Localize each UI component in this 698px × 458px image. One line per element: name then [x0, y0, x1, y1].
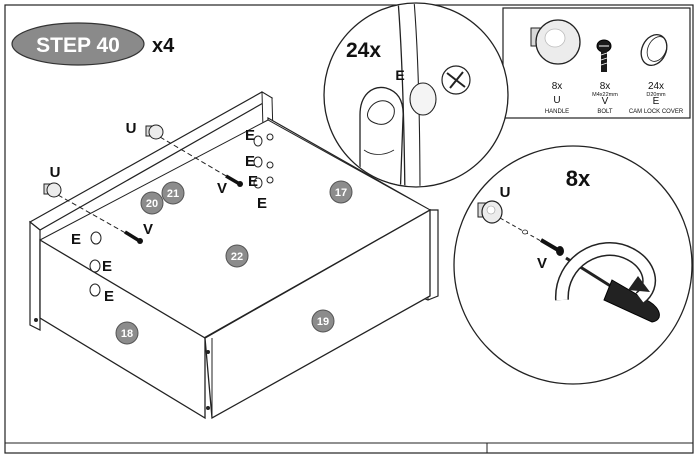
drawer-handle-upper — [145, 124, 164, 140]
panel-number: 19 — [317, 316, 329, 328]
panel-badge-19: 19 — [311, 309, 335, 333]
guide-upper — [159, 136, 239, 184]
panel-number: 20 — [146, 198, 158, 210]
bolt-spec: M4x22mm — [592, 92, 618, 98]
cover-detail-circle: 24x E — [323, 2, 509, 188]
drawer-handle-lower — [43, 182, 62, 198]
handle-code: U — [553, 95, 560, 106]
bolt-code: V — [602, 96, 609, 107]
handle-count: 8x — [552, 81, 563, 92]
handle-detail-circle: 8x U V — [453, 145, 693, 385]
label-e-side-3: E — [248, 173, 258, 190]
panel-number: 22 — [231, 251, 243, 263]
step-multiplier: x4 — [152, 35, 175, 57]
rotation-arrow-icon — [555, 242, 656, 304]
guide-lower — [57, 194, 139, 241]
page-border — [4, 4, 694, 454]
panel-badge-18: 18 — [115, 321, 139, 345]
label-v-upper: V — [217, 180, 227, 197]
panel-number: 21 — [167, 188, 179, 200]
panel-number: 17 — [335, 187, 347, 199]
cam-slot-icon — [441, 65, 471, 95]
drawer-bolt-lower — [124, 230, 143, 244]
cover-detail-letter: E — [395, 67, 404, 83]
step-label: STEP 40 — [36, 34, 120, 57]
step-badge: STEP 40 — [11, 22, 145, 66]
handle-knob-detail-icon — [477, 200, 503, 224]
label-u-lower: U — [50, 164, 61, 181]
cover-code: E — [653, 96, 660, 107]
bolt-name: BOLT — [597, 109, 613, 115]
side-holes — [253, 133, 274, 189]
bolt-icon — [596, 39, 612, 72]
handle-name: HANDLE — [545, 109, 569, 115]
label-u-upper: U — [126, 120, 137, 137]
label-e-side-4: E — [257, 195, 267, 212]
bolt-count: 8x — [600, 81, 611, 92]
cam-lock-cover-icon — [640, 33, 668, 67]
label-e-front-2: E — [102, 258, 112, 275]
handle-detail-quantity: 8x — [566, 166, 591, 191]
label-v-lower: V — [143, 221, 153, 238]
cover-spec: D20mm — [646, 92, 666, 98]
panel-badge-21: 21 — [161, 181, 185, 205]
label-e-side-1: E — [245, 127, 255, 144]
label-e-front-3: E — [104, 288, 114, 305]
handle-knob-icon — [530, 19, 581, 65]
bolt-detail-icon — [539, 238, 564, 256]
panel-badge-22: 22 — [225, 244, 249, 268]
cover-count: 24x — [648, 81, 664, 92]
bolt-detail-letter: V — [537, 255, 547, 272]
panel-badge-17: 17 — [329, 180, 353, 204]
handle-detail-letter: U — [500, 184, 511, 201]
cover-detail-quantity: 24x — [346, 39, 381, 62]
cover-disc-icon — [409, 82, 437, 116]
cover-name: CAM LOCK COVER — [629, 109, 684, 115]
drawer-bolt-upper — [225, 174, 243, 187]
parts-legend: 8x U HANDLE 8x M4x22mm V BOLT 24x D20mm … — [502, 7, 691, 119]
panel-badge-20: 20 — [140, 191, 164, 215]
label-e-front-1: E — [71, 231, 81, 248]
front-holes — [89, 231, 102, 297]
label-e-side-2: E — [245, 153, 255, 170]
panel-number: 18 — [121, 328, 133, 340]
thumb-icon — [359, 86, 404, 186]
